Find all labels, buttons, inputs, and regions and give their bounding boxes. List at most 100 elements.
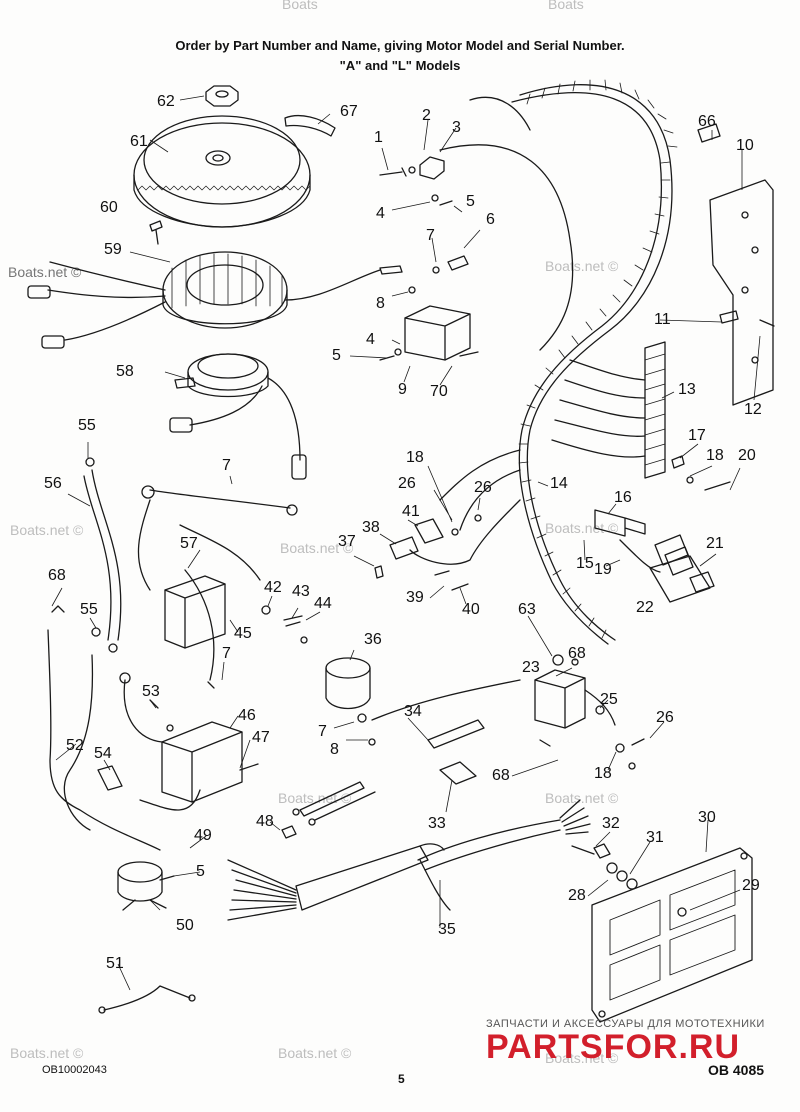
callout-32: 32 [602,815,620,832]
main-harness-wire [519,84,673,641]
watermark: Boats.net © [545,1050,619,1066]
main-harness-wire [511,92,662,645]
mounting-plate [591,847,753,1023]
callout-28: 28 [568,887,586,904]
connector [389,536,419,560]
callout-41: 41 [402,503,420,520]
callout-3: 3 [452,119,461,136]
callout-70: 70 [430,383,448,400]
callout-20: 20 [738,447,756,464]
starter-solenoid [534,669,586,729]
cd-module [161,721,243,803]
stamp-logo-text: PARTSFOR.RU [486,1028,741,1066]
callout-18: 18 [706,447,724,464]
callout-23: 23 [522,659,540,676]
callout-12: 12 [744,401,762,418]
callout-53: 53 [142,683,160,700]
stator [162,251,288,329]
temperature-switch [117,861,163,883]
callout-26: 26 [474,479,492,496]
callout-52: 52 [66,737,84,754]
callout-8: 8 [376,295,385,312]
callout-49: 49 [194,827,212,844]
callout-8: 8 [330,741,339,758]
terminal-block [644,341,666,479]
callout-63: 63 [518,601,536,618]
watermark: Boats.net © [278,1045,352,1061]
callout-16: 16 [614,489,632,506]
callout-13: 13 [678,381,696,398]
watermark: Boats.net © [10,1045,84,1061]
callout-26: 26 [656,709,674,726]
ignition-coil [325,657,371,679]
callout-29: 29 [742,877,760,894]
callout-40: 40 [462,601,480,618]
callout-34: 34 [404,703,422,720]
watermark-top: Boats [282,0,318,12]
callout-37: 37 [338,533,356,550]
callout-1: 1 [374,129,383,146]
stamp-tagline: ЗАПЧАСТИ И АКСЕССУАРЫ ДЛЯ МОТОТЕХНИКИ [486,1018,765,1030]
callout-7: 7 [318,723,327,740]
callout-5: 5 [466,193,475,210]
diagram-code-left: OB10002043 [42,1064,107,1076]
callout-31: 31 [646,829,664,846]
callout-67: 67 [340,103,358,120]
callout-33: 33 [428,815,446,832]
callout-48: 48 [256,813,274,830]
watermark: Boats.net © [280,540,354,556]
ground-wire [103,985,191,1011]
callout-55: 55 [80,601,98,618]
callout-4: 4 [376,205,385,222]
callout-66: 66 [698,113,716,130]
callout-10: 10 [736,137,754,154]
callout-17: 17 [688,427,706,444]
site-stamp: ЗАПЧАСТИ И АКСЕССУАРЫ ДЛЯ МОТОТЕХНИКИ PA… [486,1018,765,1067]
callout-7: 7 [222,645,231,662]
rectifier [404,305,471,361]
callout-59: 59 [104,241,122,258]
callout-57: 57 [180,535,198,552]
callout-18: 18 [406,449,424,466]
callout-19: 19 [594,561,612,578]
callout-61: 61 [130,133,148,150]
watermark: Boats.net © [8,264,82,280]
callout-6: 6 [486,211,495,228]
order-instructions: Order by Part Number and Name, giving Mo… [175,38,625,53]
callout-43: 43 [292,583,310,600]
callout-11: 11 [654,311,671,328]
flywheel-nut [205,85,239,107]
watermark: Boats.net © [545,790,619,806]
callout-9: 9 [398,381,407,398]
screw [379,167,407,177]
callout-5: 5 [196,863,205,880]
callout-18: 18 [594,765,612,782]
callout-51: 51 [106,955,124,972]
callout-35: 35 [438,921,456,938]
callout-25: 25 [600,691,618,708]
diagram-code-right: OB 4085 [708,1062,765,1078]
watermark: Boats.net © [545,520,619,536]
callout-7: 7 [426,227,435,244]
key-switch [594,509,646,537]
callout-58: 58 [116,363,134,380]
callout-39: 39 [406,589,424,606]
callout-60: 60 [100,199,118,216]
callout-22: 22 [636,599,654,616]
flywheel [133,122,311,228]
watermark-top-right: Boats [548,0,584,12]
callout-68: 68 [48,567,66,584]
callout-50: 50 [176,917,194,934]
callout-4: 4 [366,331,375,348]
harness-connector-fan [227,859,297,921]
callout-5: 5 [332,347,341,364]
callout-26: 26 [398,475,416,492]
callout-55: 55 [78,417,96,434]
watermark: Boats.net © [10,522,84,538]
callout-21: 21 [706,535,724,552]
power-pack [164,575,226,649]
callout-15: 15 [576,555,594,572]
callout-30: 30 [698,809,716,826]
callout-62: 62 [157,93,175,110]
